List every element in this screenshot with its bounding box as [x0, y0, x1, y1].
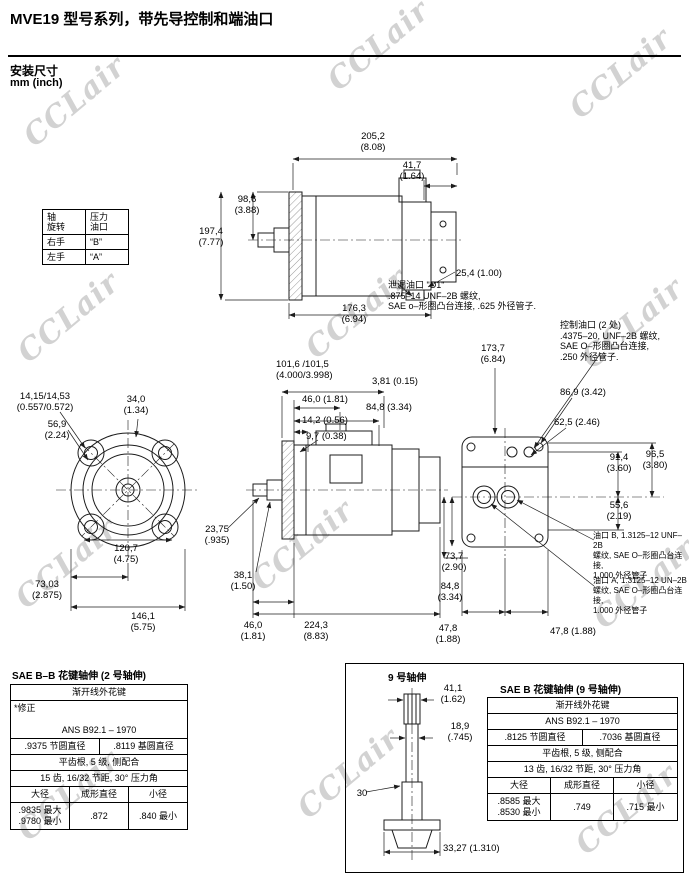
pressure-port-header: 压力 油口 — [85, 209, 129, 235]
rotation-right-hand: 右手 — [42, 234, 86, 250]
dim-pilot-dia: 101,6 /101,5 (4.000/3.998) — [276, 359, 333, 381]
teeth-spec: 15 齿, 16/32 节距, 30° 压力角 — [9, 770, 189, 787]
dim-91-4: 91,4 (3.60) — [606, 452, 632, 474]
rotation-port-table: 轴 旋转 压力 油口 右手 “B” 左手 “A” — [42, 209, 129, 265]
dim-146-1: 146,1 (5.75) — [130, 611, 156, 633]
spline-type: 渐开线外花键 — [486, 697, 679, 714]
rotation-left-hand: 左手 — [42, 249, 86, 265]
spline-b-title: SAE B 花键轴伸 (9 号轴伸) — [500, 685, 622, 696]
dim-46-0-bottom: 46,0 (1.81) — [240, 620, 266, 642]
rear-view — [452, 428, 664, 556]
front-view-dimension-lines — [59, 411, 186, 611]
base-diameter: .7036 基圆直径 — [581, 729, 679, 746]
dim-55-6: 55,6 (2.19) — [606, 500, 632, 522]
modification-mark: *修正 — [14, 703, 36, 713]
table-row: 右手 “B” — [42, 234, 129, 250]
dim-14-2: 14,2 (0.56) — [302, 415, 348, 426]
dim-25-4: 25,4 (1.00) — [456, 268, 502, 279]
dim-overall-length: 205,2 (8.08) — [360, 131, 386, 153]
form-dia-value: .749 — [550, 793, 614, 821]
major-dia-value: .9835 最大 .9780 最小 — [10, 802, 70, 830]
shaft-rotation-header: 轴 旋转 — [42, 209, 86, 235]
port-b-value: “B” — [85, 234, 129, 250]
standard-ref: ANS B92.1 – 1970 — [61, 725, 137, 735]
form-dia-value: .872 — [69, 802, 129, 830]
port-a-note: 油口 A, 1.3125–12 UN–2B 螺纹, SAE O–形圈凸台连接, … — [593, 576, 687, 615]
minor-dia-value: .715 最小 — [612, 793, 679, 821]
spline-type: 渐开线外花键 — [9, 684, 189, 701]
spline-b-table: 渐开线外花键 ANS B92.1 – 1970 .8125 节圆直径 .7036… — [486, 697, 679, 821]
minor-dia-value: .840 最小 — [127, 802, 189, 830]
units-label: mm (inch) — [10, 77, 63, 89]
dim-30: 30 — [356, 788, 368, 799]
section-heading: 安装尺寸 — [10, 64, 59, 78]
dim-224-3: 224,3 (8.83) — [303, 620, 329, 642]
control-port-note: 控制油口 (2 处) .4375–20, UNF–2B 螺纹, SAE O–形圈… — [560, 320, 661, 362]
dim-47-8-right: 47,8 (1.88) — [550, 626, 596, 637]
dim-34-0: 34,0 (1.34) — [123, 394, 149, 416]
minor-dia-header: 小径 — [127, 786, 189, 803]
header-divider — [8, 55, 681, 57]
form-dia-header: 成形直径 — [69, 786, 129, 803]
top-view-dimension-lines — [218, 156, 458, 319]
page-title: MVE19 型号系列，带先导控制和端油口 — [10, 11, 274, 28]
shaft9-drawing — [383, 688, 441, 860]
table-row: 左手 “A” — [42, 249, 129, 265]
dim-173-7: 173,7 (6.84) — [480, 343, 506, 365]
dim-18-9: 18,9 (.745) — [447, 721, 473, 743]
dim-bolt-hole: 14,15/14,53 (0.557/0.572) — [16, 391, 74, 413]
shaft9-box — [345, 663, 684, 873]
top-side-view — [248, 169, 464, 301]
root-fit: 平齿根, 5 级, 侧配合 — [486, 745, 679, 762]
leak-port-note: 泄漏油口 "D1" .875–14 UNF–2B 螺纹, SAE o–形圈凸台连… — [388, 280, 537, 311]
rear-view-dimension-lines — [441, 353, 656, 616]
major-dia-header: 大径 — [487, 777, 551, 794]
dim-176-3: 176,3 (6.94) — [341, 303, 367, 325]
standard-ref: ANS B92.1 – 1970 — [486, 713, 679, 730]
standard-cell: *修正 ANS B92.1 – 1970 — [9, 700, 189, 739]
dim-73-03: 73,03 (2.875) — [31, 579, 63, 601]
minor-dia-header: 小径 — [612, 777, 679, 794]
dim-73-7: 73,7 (2.90) — [441, 551, 467, 573]
shaft9-label: 9 号轴伸 — [388, 673, 427, 684]
center-side-view — [246, 423, 448, 540]
major-dia-header: 大径 — [10, 786, 70, 803]
dim-38-1: 38,1 (1.50) — [230, 570, 256, 592]
port-a-value: “A” — [85, 249, 129, 265]
dim-120-7: 120,7 (4.75) — [113, 543, 139, 565]
pitch-diameter: .8125 节圆直径 — [487, 729, 583, 746]
form-dia-header: 成形直径 — [550, 777, 614, 794]
dim-3-81: 3,81 (0.15) — [372, 376, 418, 387]
spline-bb-table: 渐开线外花键 *修正 ANS B92.1 – 1970 .9375 节圆直径 .… — [9, 684, 189, 830]
dim-9-7: 9,7 (0.38) — [306, 431, 347, 442]
dim-84-8-rear: 84,8 (3.34) — [437, 581, 463, 603]
spline-bb-title: SAE B–B 花键轴伸 (2 号轴伸) — [12, 671, 146, 682]
dim-41-1: 41,1 (1.62) — [440, 683, 466, 705]
dim-62-5: 62,5 (2.46) — [554, 417, 600, 428]
dim-56-9: 56,9 (2.24) — [44, 419, 70, 441]
dim-46-0-top: 46,0 (1.81) — [302, 394, 348, 405]
pitch-diameter: .9375 节圆直径 — [10, 738, 100, 755]
dim-96-5: 96,5 (3.80) — [642, 449, 668, 471]
dim-41-7: 41,7 (1.64) — [399, 160, 425, 182]
major-dia-value: .8585 最大 .8530 最小 — [487, 793, 551, 821]
teeth-spec: 13 齿, 16/32 节距, 30° 压力角 — [486, 761, 679, 778]
dim-98-6: 98,6 (3.88) — [234, 194, 260, 216]
side-view-dimension-lines — [227, 389, 441, 618]
dim-84-8-side: 84,8 (3.34) — [366, 402, 412, 413]
base-diameter: .8119 基圆直径 — [98, 738, 189, 755]
port-b-note: 油口 B, 1.3125–12 UNF–2B 螺纹, SAE O–形圈凸台连接,… — [593, 531, 683, 580]
front-flange-view — [56, 420, 200, 560]
dim-86-9: 86,9 (3.42) — [560, 387, 606, 398]
dim-47-8-left: 47,8 (1.88) — [435, 623, 461, 645]
shaft9-dimension-lines — [365, 697, 441, 856]
root-fit: 平齿根, 5 级, 侧配合 — [9, 754, 189, 771]
dim-197-4: 197,4 (7.77) — [198, 226, 224, 248]
dim-33-27: 33,27 (1.310) — [443, 843, 500, 854]
dim-23-75: 23,75 (.935) — [204, 524, 230, 546]
